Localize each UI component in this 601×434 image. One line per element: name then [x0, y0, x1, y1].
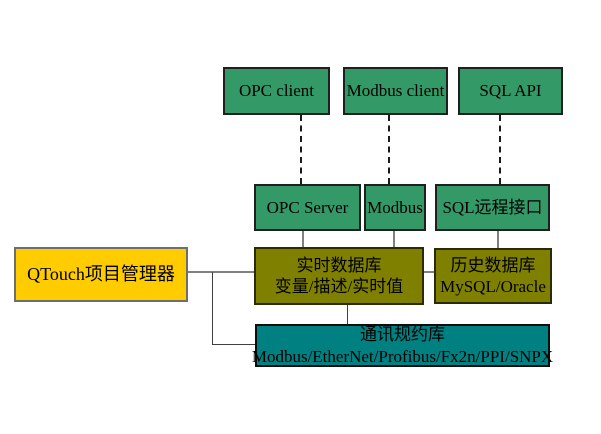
connector-modbus-realtimedb	[393, 231, 395, 247]
node-realtime-database: 实时数据库 变量/描述/实时值	[254, 247, 424, 305]
node-protocol-library-subtitle: Modbus/EtherNet/Profibus/Fx2n/PPI/SNPX	[251, 346, 554, 366]
node-realtime-database-title: 实时数据库	[296, 255, 382, 275]
connector-manager-protocollib-horizontal	[212, 344, 255, 345]
connector-realtimedb-historydb	[424, 271, 434, 273]
connector-manager-realtimedb	[188, 271, 254, 273]
node-opc-client: OPC client	[223, 67, 330, 115]
node-sql-remote-interface: SQL远程接口	[435, 184, 550, 231]
node-protocol-library-title: 通讯规约库	[360, 325, 445, 345]
node-protocol-library: 通讯规约库 Modbus/EtherNet/Profibus/Fx2n/PPI/…	[251, 324, 554, 367]
node-sql-remote-interface-label: SQL远程接口	[442, 197, 543, 217]
node-sql-api-label: SQL API	[479, 81, 542, 101]
node-opc-server-label: OPC Server	[266, 197, 349, 217]
node-modbus: Modbus	[364, 184, 426, 231]
node-opc-server: OPC Server	[254, 184, 361, 231]
node-qtouch-project-manager: QTouch项目管理器	[14, 247, 188, 302]
node-history-database-subtitle: MySQL/Oracle	[440, 277, 546, 296]
node-sql-api: SQL API	[458, 67, 563, 115]
dashed-connector-modbusclient-modbus	[388, 115, 390, 184]
node-modbus-client-label: Modbus client	[346, 81, 445, 101]
connector-opcserver-realtimedb	[302, 231, 304, 247]
node-realtime-database-subtitle: 变量/描述/实时值	[274, 277, 404, 296]
node-qtouch-project-manager-label: QTouch项目管理器	[27, 264, 175, 285]
node-history-database-title: 历史数据库	[450, 255, 536, 275]
dashed-connector-opcclient-opcserver	[300, 115, 302, 184]
node-modbus-client: Modbus client	[343, 67, 448, 115]
dashed-connector-sqlapi-sqlremote	[499, 115, 501, 184]
node-opc-client-label: OPC client	[238, 81, 315, 101]
node-modbus-label: Modbus	[367, 197, 423, 217]
node-history-database: 历史数据库 MySQL/Oracle	[434, 248, 552, 304]
connector-manager-protocollib-vertical	[212, 272, 213, 345]
connector-sqlremote-historydb	[497, 231, 499, 248]
connector-realtimedb-protocollib	[347, 305, 348, 324]
